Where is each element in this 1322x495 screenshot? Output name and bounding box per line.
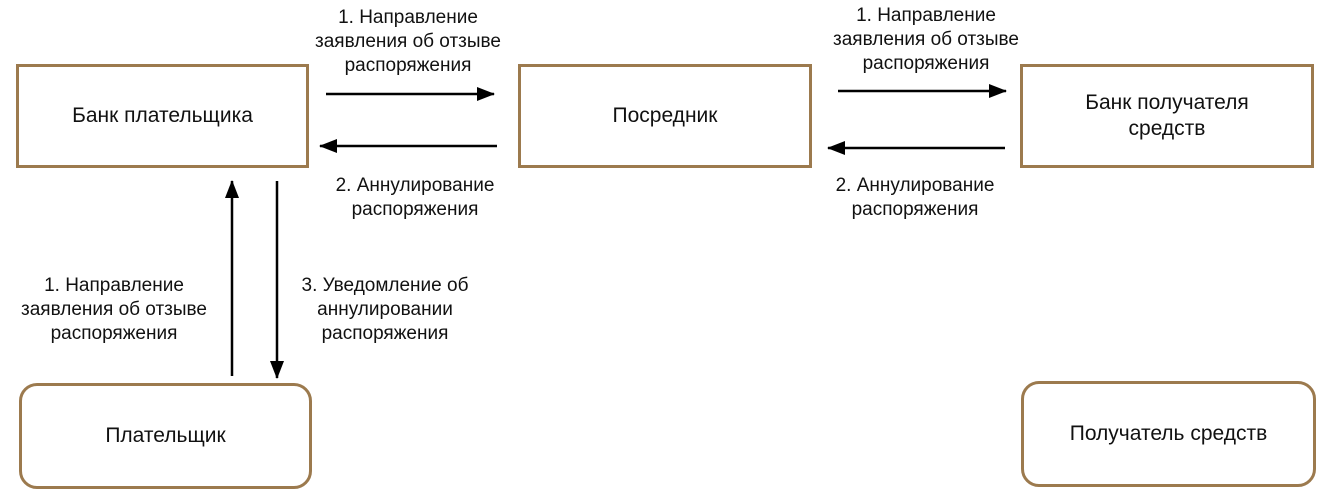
label-line: распоряжения: [344, 55, 472, 76]
payer-bank-box: Банк плательщика: [16, 64, 309, 168]
label-line: заявления об отзыве: [315, 31, 501, 52]
label-line: 2. Аннулирование: [335, 175, 495, 196]
label-mid-right-cancel: 2. Аннулирование распоряжения: [800, 174, 1030, 222]
label-mid-left-cancel: 2. Аннулирование распоряжения: [300, 174, 530, 222]
label-line: аннулировании: [317, 299, 453, 320]
label-line: распоряжения: [851, 199, 979, 220]
payer-box: Плательщик: [19, 383, 312, 489]
payee-box: Получатель средств: [1021, 381, 1316, 487]
label-line: распоряжения: [321, 323, 449, 344]
intermediary-label: Посредник: [612, 104, 718, 127]
label-line: 1. Направление: [856, 5, 996, 26]
label-line: 3. Уведомление об: [301, 275, 469, 296]
label-line: распоряжения: [862, 53, 990, 74]
label-line: заявления об отзыве: [21, 299, 207, 320]
payee-bank-label-line2: средств: [1128, 117, 1206, 140]
label-line: 2. Аннулирование: [835, 175, 995, 196]
payee-bank-box: Банк получателя средств: [1020, 64, 1314, 168]
label-line: 1. Направление: [44, 275, 184, 296]
label-top-right-request: 1. Направление заявления об отзыве распо…: [798, 4, 1054, 76]
label-vertical-notify: 3. Уведомление об аннулировании распоряж…: [282, 274, 488, 346]
payer-bank-label: Банк плательщика: [72, 104, 253, 127]
label-top-left-request: 1. Направление заявления об отзыве распо…: [280, 6, 536, 78]
label-line: распоряжения: [351, 199, 479, 220]
label-line: 1. Направление: [338, 7, 478, 28]
label-line: заявления об отзыве: [833, 29, 1019, 50]
payee-label: Получатель средств: [1069, 422, 1268, 445]
payer-label: Плательщик: [105, 424, 226, 447]
label-vertical-request: 1. Направление заявления об отзыве распо…: [0, 274, 228, 346]
label-line: распоряжения: [50, 323, 178, 344]
payee-bank-label-line1: Банк получателя: [1085, 91, 1249, 114]
intermediary-box: Посредник: [518, 64, 812, 168]
